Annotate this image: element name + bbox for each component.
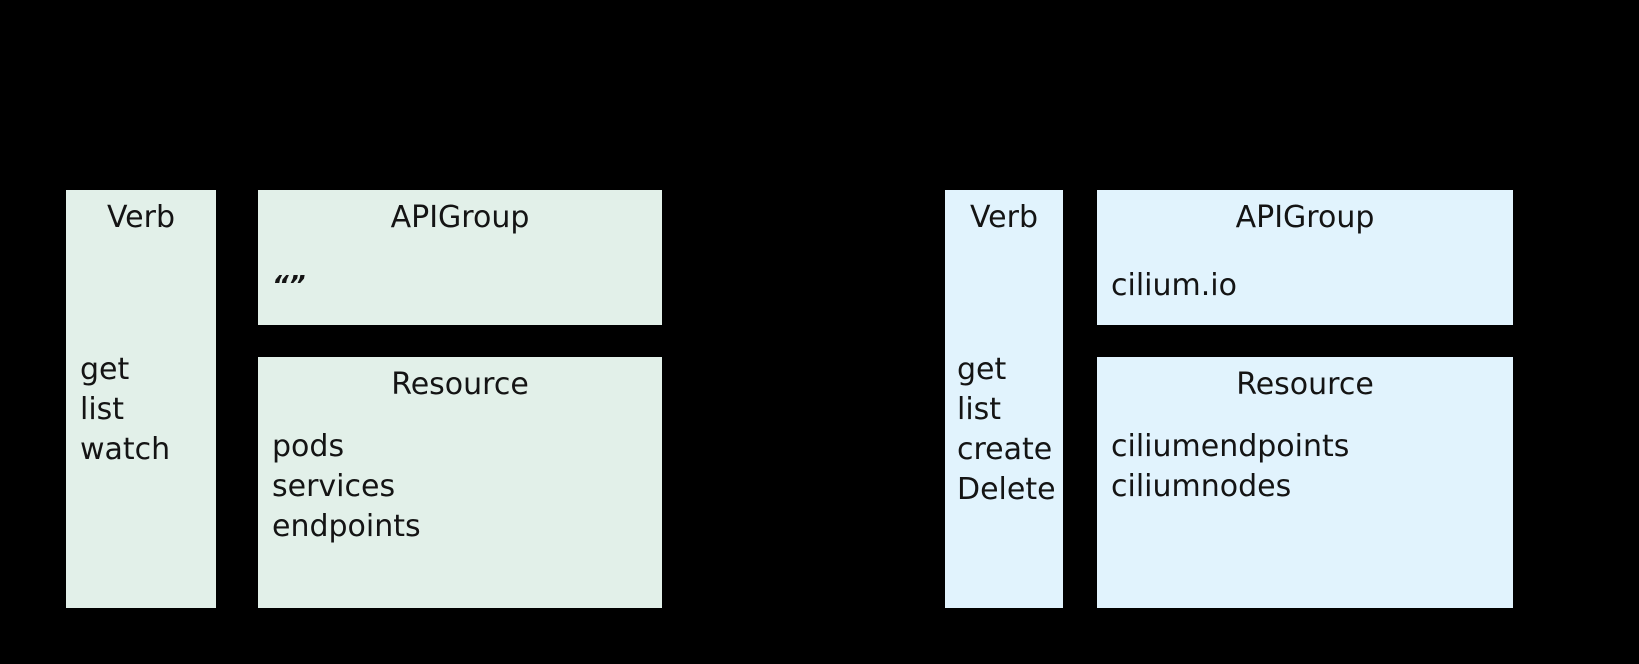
left-verb-item-1: list	[80, 392, 125, 427]
left-verb-item-0: get	[80, 352, 130, 387]
right-resource-box: Resource ciliumendpoints ciliumnodes	[1097, 357, 1513, 608]
left-verb-box: Verb get list watch	[66, 190, 216, 608]
left-verb-items: get list watch	[66, 236, 216, 470]
left-verb-item-2: watch	[80, 432, 171, 467]
right-verb-title: Verb	[969, 200, 1039, 235]
right-verb-item-3: Delete	[957, 472, 1056, 507]
right-verb-item-1: list	[957, 392, 1002, 427]
left-apigroup-box: APIGroup “”	[258, 190, 662, 325]
right-verb-item-2: create	[957, 432, 1053, 467]
left-apigroup-items: “”	[258, 236, 662, 306]
right-verb-item-0: get	[957, 352, 1007, 387]
right-apigroup-items: cilium.io	[1097, 236, 1513, 306]
right-verb-box: Verb get list create Delete	[945, 190, 1063, 608]
left-resource-item-0: pods	[272, 429, 345, 464]
right-apigroup-title: APIGroup	[1235, 200, 1375, 235]
right-resource-item-0: ciliumendpoints	[1111, 429, 1350, 464]
left-verb-title: Verb	[106, 200, 176, 235]
left-resource-item-2: endpoints	[272, 509, 421, 544]
right-apigroup-item-0: cilium.io	[1111, 268, 1237, 303]
left-resource-items: pods services endpoints	[258, 403, 662, 547]
right-resource-item-1: ciliumnodes	[1111, 469, 1292, 504]
left-apigroup-item-0: “”	[272, 271, 306, 301]
left-resource-box: Resource pods services endpoints	[258, 357, 662, 608]
left-apigroup-title: APIGroup	[390, 200, 530, 235]
right-verb-items: get list create Delete	[945, 236, 1063, 510]
left-resource-title: Resource	[391, 367, 529, 402]
right-resource-title: Resource	[1236, 367, 1374, 402]
right-apigroup-box: APIGroup cilium.io	[1097, 190, 1513, 325]
right-resource-items: ciliumendpoints ciliumnodes	[1097, 403, 1513, 507]
left-resource-item-1: services	[272, 469, 396, 504]
